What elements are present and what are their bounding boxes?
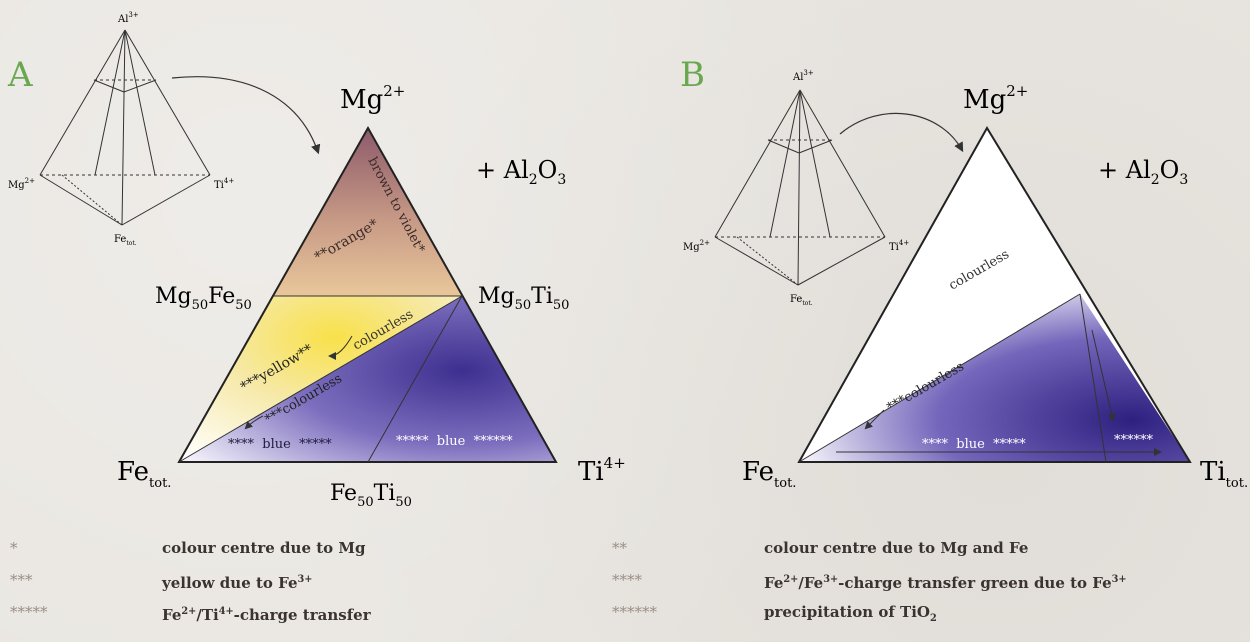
panel-a-label-blue-left: **** blue ***** bbox=[228, 437, 332, 452]
panel-a-triangle bbox=[177, 125, 558, 463]
panel-b-pyramid-apex: Al3+ bbox=[792, 69, 814, 83]
panel-a-region-brown bbox=[274, 128, 462, 296]
panel-b-pyramid-right: Ti4+ bbox=[889, 239, 909, 253]
panel-b-vertex-right: Titot. bbox=[1200, 457, 1248, 491]
panel-b-region-blue bbox=[799, 294, 1190, 462]
panel-b-label-blue: **** blue ***** bbox=[922, 437, 1026, 452]
panel-b-pyramid-bottom: Fetot. bbox=[790, 294, 813, 307]
panel-a-line-mgti-feti bbox=[367, 295, 463, 463]
panel-a-pyramid bbox=[39, 29, 211, 226]
legend-text: colour centre due to Mg bbox=[162, 539, 366, 557]
legend-text: Fe2+/Fe3+-charge transfer green due to F… bbox=[764, 574, 1127, 592]
panel-b-line-diag bbox=[798, 293, 1081, 463]
panel-a-mid-bottom: Fe50Ti50 bbox=[330, 481, 412, 510]
panel-a-small-arrow bbox=[328, 335, 353, 360]
legend-text: Fe2+/Ti4+-charge transfer bbox=[162, 606, 371, 624]
panel-b-pyramid-left: Mg2+ bbox=[683, 239, 710, 253]
panel-a-pyramid-bottom: Fetot. bbox=[114, 234, 137, 247]
panel-a-region-blue bbox=[179, 296, 556, 462]
legend-text: precipitation of TiO2 bbox=[764, 603, 937, 624]
panel-b-line-vert1 bbox=[1079, 293, 1107, 463]
panel-b-vertex-left: Fetot. bbox=[742, 457, 796, 491]
panel-b-line-vert2 bbox=[1091, 329, 1116, 422]
panel-a-arrow bbox=[171, 76, 321, 155]
panel-a-line-mgti-fe bbox=[178, 295, 463, 463]
panel-a-small-arrow-2 bbox=[244, 415, 264, 430]
panel-a-mid-right: Mg50Ti50 bbox=[478, 284, 569, 313]
panel-b-pyramid bbox=[714, 89, 886, 286]
panel-b-vertex-top: Mg2+ bbox=[963, 82, 1028, 115]
legend-text: yellow due to Fe3+ bbox=[162, 574, 313, 592]
panel-a-pyramid-apex: Al3+ bbox=[117, 11, 139, 25]
legend-text: colour centre due to Mg and Fe bbox=[764, 539, 1029, 557]
panel-a-letter: A bbox=[7, 55, 33, 95]
panel-a-plus-al2o3: + Al2O3 bbox=[476, 156, 566, 188]
legend-symbol: ****** bbox=[612, 603, 657, 621]
panel-a-vertex-left: Fetot. bbox=[117, 457, 171, 491]
legend-symbol: ** bbox=[612, 539, 627, 557]
panel-b-label-blue-right: ****** bbox=[1114, 433, 1154, 448]
panel-b-plus-al2o3: + Al2O3 bbox=[1098, 156, 1188, 188]
panel-a-mid-left: Mg50Fe50 bbox=[155, 284, 252, 313]
panel-a-vertex-right: Ti4+ bbox=[578, 454, 626, 487]
panel-a-vertex-top: Mg2+ bbox=[340, 82, 405, 115]
panel-a-label-blue-right: ***** blue ****** bbox=[396, 434, 513, 449]
legend-symbol: * bbox=[10, 539, 18, 557]
legend-symbol: **** bbox=[612, 571, 642, 589]
panel-b-small-arrow bbox=[864, 409, 885, 430]
panel-b-arrow bbox=[839, 112, 964, 153]
legend-symbol: *** bbox=[10, 571, 33, 589]
panel-a-pyramid-left: Mg2+ bbox=[8, 177, 35, 191]
panel-b-triangle bbox=[797, 126, 1192, 463]
panel-b-letter: B bbox=[680, 55, 705, 95]
legend-symbol: ***** bbox=[10, 603, 48, 621]
panel-a-pyramid-right: Ti4+ bbox=[214, 177, 234, 191]
